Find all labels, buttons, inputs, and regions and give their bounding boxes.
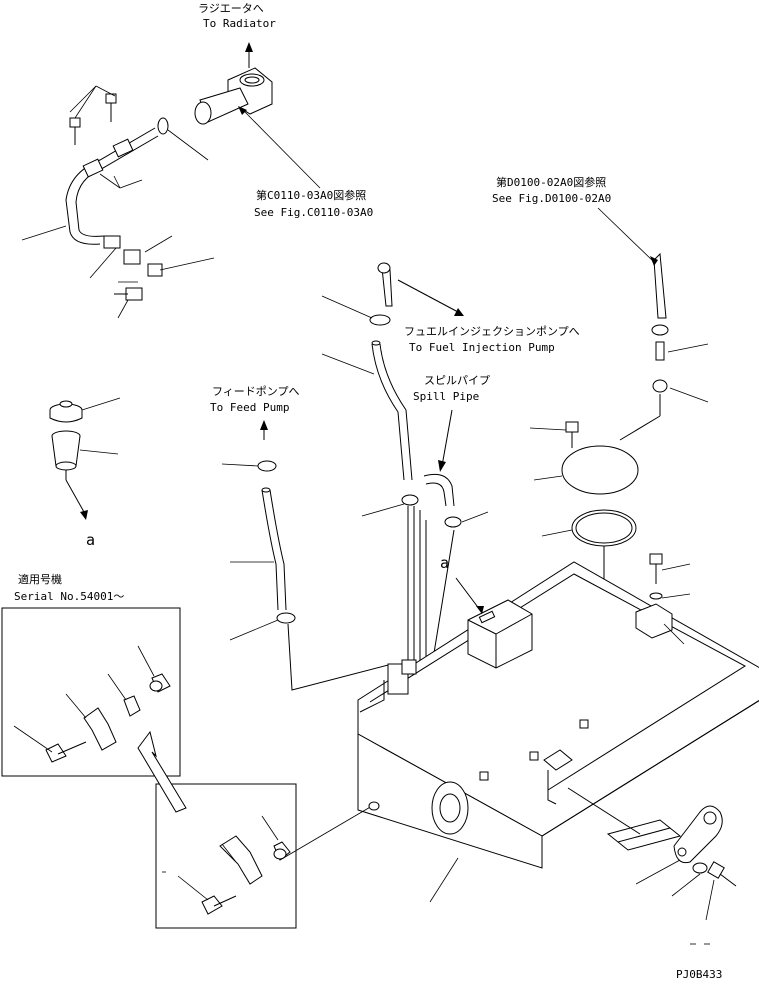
fuel-injection-label-jp: フュエルインジェクションポンプへ (404, 325, 580, 338)
ref-a-left: a (86, 531, 95, 549)
tank-strap (567, 787, 682, 851)
radiator-hose-clamp (157, 117, 169, 135)
tank-side-bracket (543, 749, 573, 805)
fuel-filter-cap (49, 397, 121, 423)
tank-cover-plate (533, 445, 639, 495)
tank-link (635, 805, 723, 885)
radiator-pipe (65, 127, 159, 245)
tank-left-bracket (359, 659, 417, 713)
cover-gasket (541, 509, 637, 668)
feed-pump-arrow (260, 420, 268, 440)
breather-hose-assembly (597, 207, 709, 441)
radiator-outlet-fitting (194, 67, 273, 125)
fig-d-label-en: See Fig.D0100-02A0 (492, 192, 611, 205)
spill-pipe-label-en: Spill Pipe (413, 390, 479, 403)
feed-pump-hose (221, 460, 393, 691)
cover-bolt (529, 421, 579, 448)
tank-mount-block (635, 603, 685, 645)
feed-pump-label-en: To Feed Pump (210, 401, 289, 414)
feed-pump-label-jp: フィードポンプへ (212, 385, 299, 398)
fig-c-label-jp: 第C0110-03A0図参照 (256, 188, 366, 202)
radiator-callout-lines (21, 106, 321, 319)
fuel-strainer (51, 430, 119, 520)
tank-clamp-detail (155, 783, 380, 929)
serial-detail-arrow (137, 730, 187, 813)
fig-c-label-en: See Fig.C0110-03A0 (254, 206, 373, 219)
pipe-bracket-lower (103, 235, 163, 301)
ref-a-tank: a (440, 554, 449, 572)
link-washer (671, 862, 708, 897)
sender-box (455, 577, 533, 669)
leader-dashes (162, 871, 710, 945)
spill-pipe-label-jp: スピルパイプ (424, 374, 490, 387)
fuel-injection-hose (321, 262, 464, 517)
radiator-arrow (245, 42, 253, 68)
fuel-injection-label-en: To Fuel Injection Pump (409, 341, 555, 354)
radiator-label-en: To Radiator (203, 17, 276, 30)
upper-bolts (69, 85, 117, 145)
serial-label-jp: 適用号機 (18, 572, 62, 586)
side-bolt-washer (649, 553, 691, 600)
link-bolt (705, 861, 737, 921)
serial-detail-box (1, 607, 181, 777)
radiator-label-jp: ラジエータへ (198, 2, 264, 15)
drawing-code: PJ0B433 (676, 968, 722, 981)
fig-d-label-jp: 第D0100-02A0図参照 (496, 175, 606, 189)
serial-label-en: Serial No.54001～ (14, 590, 124, 603)
